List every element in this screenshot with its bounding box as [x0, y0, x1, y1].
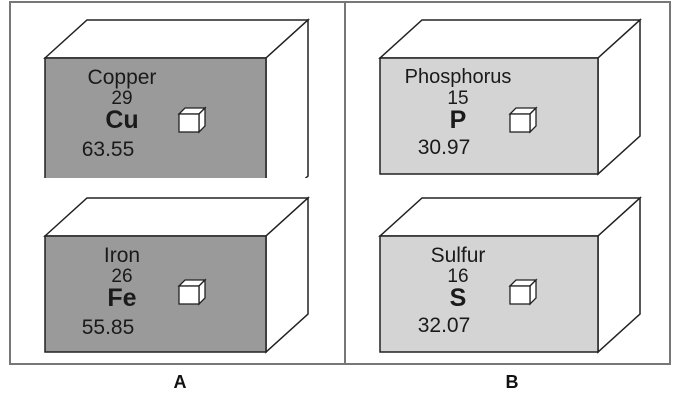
element-tile-iron: Iron 26 Fe 55.85 [47, 236, 207, 356]
element-symbol: P [449, 106, 467, 134]
atomic-mass: 30.97 [417, 136, 471, 159]
atomic-number: 29 [111, 88, 133, 109]
atomic-mass: 32.07 [417, 314, 471, 337]
element-name: Sulfur [430, 244, 486, 267]
small-cube-icon [508, 278, 538, 306]
element-tile-copper: Copper 29 Cu 63.55 [47, 58, 207, 178]
element-cube-iron [43, 196, 343, 356]
panel-label-b: B [505, 372, 519, 392]
element-name: Copper [87, 66, 157, 89]
element-tile-sulfur: Sulfur 16 S 32.07 [383, 236, 543, 356]
small-cube-icon [177, 278, 207, 306]
element-cube-phosphorus [378, 18, 677, 178]
small-cube-icon [177, 106, 207, 134]
atomic-number: 26 [111, 266, 133, 287]
element-name: Phosphorus [404, 66, 512, 88]
element-symbol: S [449, 284, 467, 312]
panel-label-a: A [173, 372, 187, 392]
atomic-mass: 63.55 [81, 138, 135, 161]
element-cube-copper [43, 18, 343, 178]
element-name: Iron [103, 244, 141, 267]
small-cube-icon [508, 106, 538, 134]
atomic-number: 16 [447, 266, 469, 287]
element-cube-sulfur [378, 196, 677, 356]
element-symbol: Cu [105, 106, 139, 134]
element-tile-phosphorus: Phosphorus 15 P 30.97 [383, 58, 543, 178]
element-symbol: Fe [107, 284, 137, 312]
atomic-number: 15 [447, 88, 469, 109]
atomic-mass: 55.85 [81, 316, 135, 339]
